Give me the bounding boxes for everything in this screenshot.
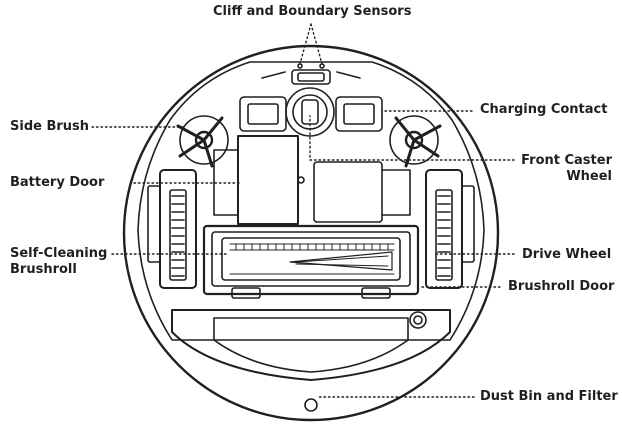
upper-left-compartment: [239, 96, 287, 132]
upper-right-compartment: [335, 96, 383, 132]
label-battery-door: Battery Door: [10, 175, 105, 190]
label-self-cleaning-line2: Brushroll: [10, 262, 77, 277]
robot-inner-rim: [137, 61, 485, 341]
dust-bin-release: [304, 398, 318, 412]
drive-wheel-right: [425, 169, 475, 289]
label-drive-wheel: Drive Wheel: [522, 247, 612, 262]
battery-door-panel: [213, 135, 305, 225]
label-front-caster-line1: Front Caster: [521, 153, 612, 168]
leader-lines: [91, 23, 515, 398]
label-charging-contact: Charging Contact: [480, 102, 608, 117]
rear-screw: [409, 311, 427, 329]
drive-wheel-left: [147, 169, 197, 289]
label-front-caster-line2: Wheel: [566, 169, 612, 184]
label-cliff-boundary-sensors: Cliff and Boundary Sensors: [213, 4, 412, 19]
self-cleaning-brushroll: [221, 237, 401, 281]
label-brushroll-door: Brushroll Door: [508, 279, 615, 294]
label-side-brush: Side Brush: [10, 119, 90, 134]
side-brush-left: [176, 115, 229, 168]
label-dust-bin-filter: Dust Bin and Filter: [480, 389, 618, 404]
side-brush-right: [389, 115, 442, 168]
label-self-cleaning-line1: Self-Cleaning: [10, 246, 108, 261]
dust-bin-area: [171, 309, 451, 412]
center-panel: [313, 161, 383, 223]
brushroll-door: [202, 224, 420, 299]
cliff-sensor-cluster: [261, 63, 361, 85]
robot-outer-shell: [122, 44, 500, 422]
